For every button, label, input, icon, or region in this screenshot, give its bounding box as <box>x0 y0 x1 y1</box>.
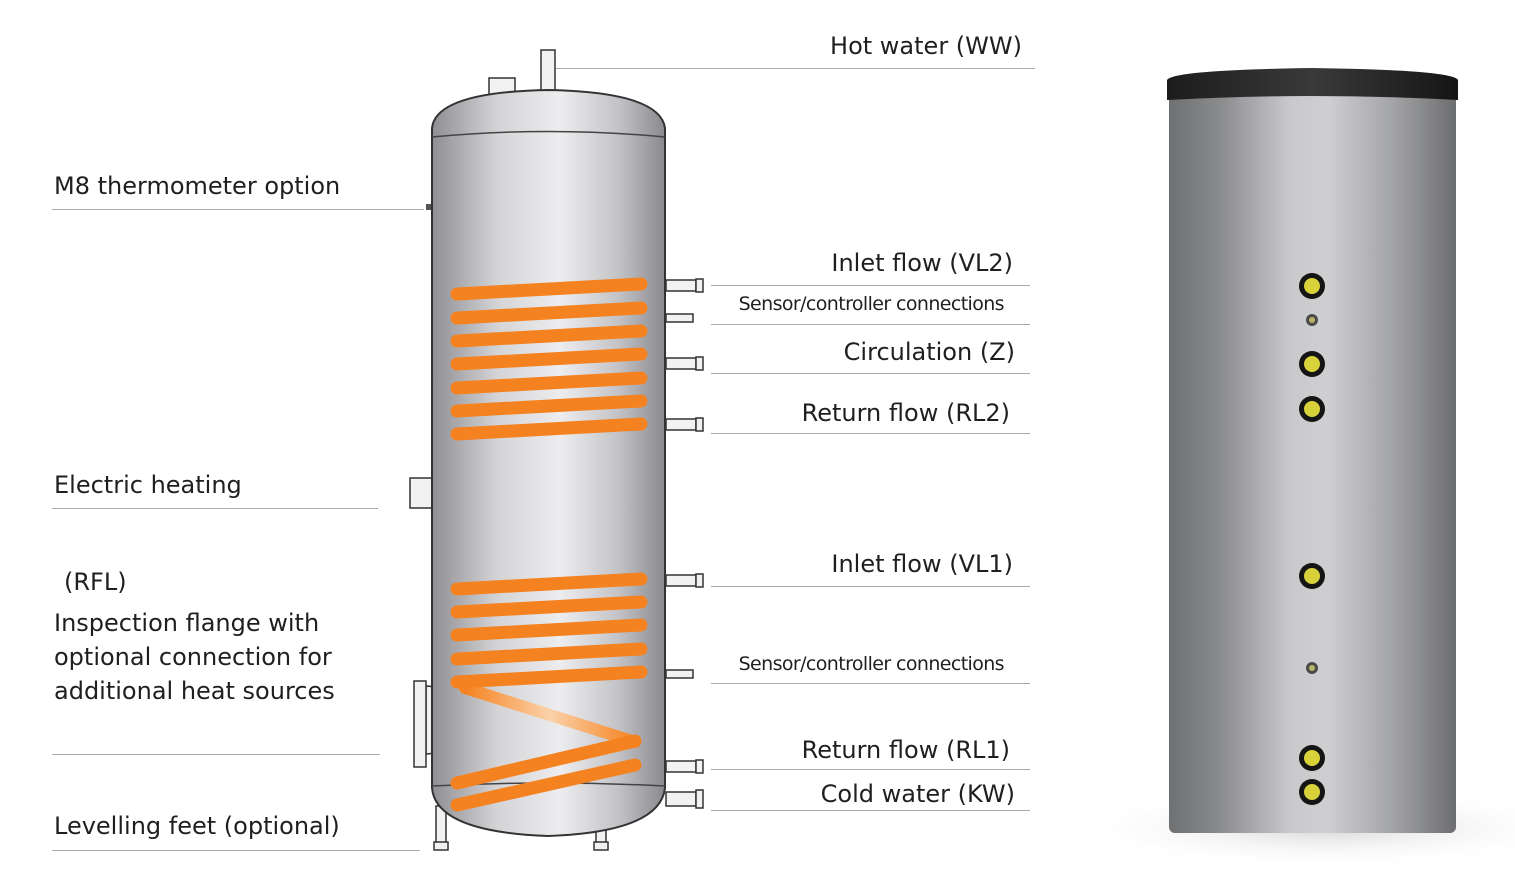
side-connections <box>665 278 704 809</box>
insulated-cylinder <box>1169 82 1456 833</box>
label-sensor-lower: Sensor/controller connections <box>738 653 1005 675</box>
rule-return-rl2 <box>711 433 1030 434</box>
electric-heating-port <box>409 477 433 509</box>
label-return-rl1: Return flow (RL1) <box>801 736 1010 764</box>
rule-cold-water <box>711 810 1030 811</box>
black-top-cap <box>1167 68 1458 100</box>
rule-inlet-vl1 <box>711 586 1030 587</box>
rule-sensor-upper <box>711 324 1030 325</box>
rule-return-rl1 <box>711 769 1030 770</box>
rule-thermometer <box>52 209 424 210</box>
label-hot-water: Hot water (WW) <box>830 32 1022 60</box>
label-levelling-feet: Levelling feet (optional) <box>54 812 340 840</box>
label-inlet-vl1: Inlet flow (VL1) <box>831 550 1013 578</box>
rule-electric-heating <box>52 508 378 509</box>
label-sensor-upper: Sensor/controller connections <box>738 293 1005 315</box>
label-return-rl2: Return flow (RL2) <box>801 399 1010 427</box>
label-cold-water: Cold water (KW) <box>820 780 1015 808</box>
rule-inspection-flange <box>52 754 380 755</box>
label-inspection-flange: Inspection flange with optional connecti… <box>54 609 335 705</box>
label-inlet-vl2: Inlet flow (VL2) <box>831 249 1013 277</box>
hot-water-pipe <box>540 49 556 93</box>
cylinder-ports <box>1299 273 1325 805</box>
rule-sensor-lower <box>711 683 1030 684</box>
rule-inlet-vl2 <box>711 285 1030 286</box>
label-circulation: Circulation (Z) <box>843 338 1015 366</box>
label-electric-heating: Electric heating <box>54 471 242 499</box>
rule-levelling-feet <box>52 850 420 851</box>
label-rfl: (RFL) <box>64 568 127 596</box>
rule-circulation <box>711 373 1030 374</box>
rule-hot-water <box>556 68 1035 69</box>
tank-body <box>431 88 666 838</box>
lower-coil-transfer <box>459 682 641 748</box>
tank-top-seam <box>431 130 666 138</box>
lower-heat-exchanger-coil <box>450 572 648 812</box>
thermometer-port <box>426 204 432 210</box>
upper-heat-exchanger-coil <box>450 277 648 441</box>
label-thermometer: M8 thermometer option <box>54 172 341 200</box>
